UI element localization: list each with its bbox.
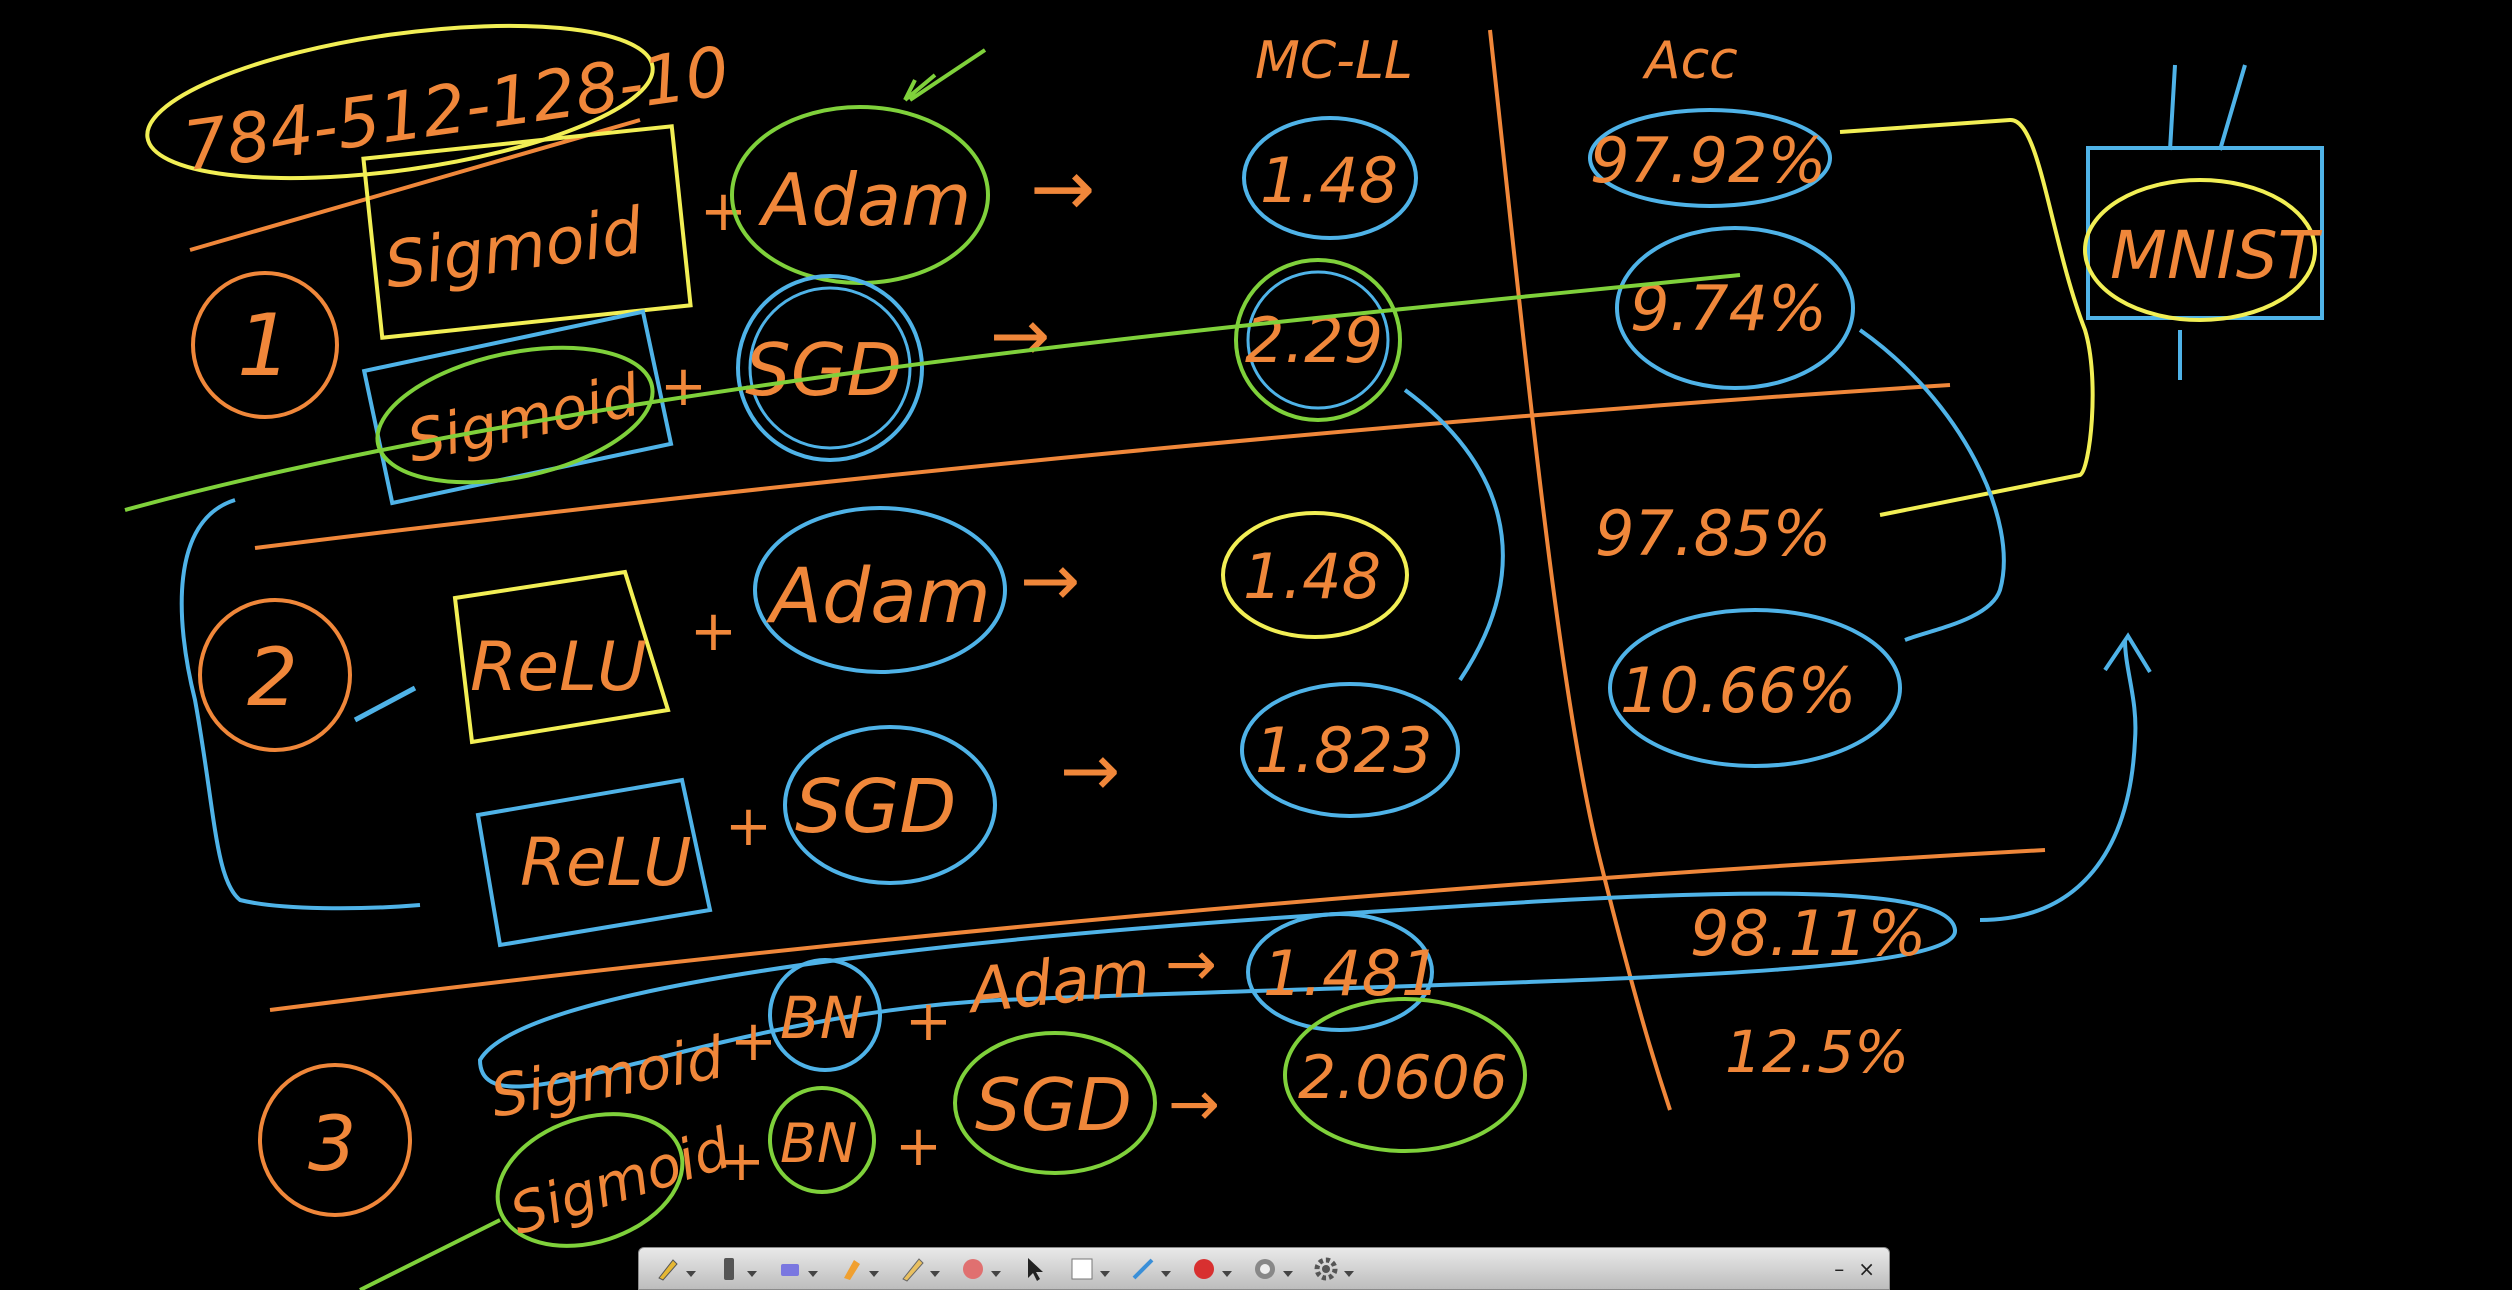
toolbar-tool-pointer[interactable] — [1019, 1254, 1049, 1284]
row-3-activation: ReLU — [470, 628, 647, 707]
highlighter-icon — [844, 1259, 860, 1280]
row-1-optimizer: Adam — [758, 158, 971, 242]
toolbar-close-button[interactable]: × — [1858, 1256, 1875, 1281]
eraser-icon — [781, 1263, 799, 1276]
experiment-row-2: Sigmoid + SGD → 2.29 9.74% — [124, 226, 1855, 512]
experiment-row-1: Sigmoid + Adam → 1.48 97.92% — [361, 48, 1832, 340]
row-6-arrow: → — [1168, 1067, 1220, 1140]
camera-icon — [1255, 1258, 1275, 1279]
experiment-row-4: ReLU + SGD → 1.823 10.66% — [475, 608, 1902, 948]
row-1-accuracy: 97.92% — [1590, 124, 1826, 197]
row-4-activation: ReLU — [520, 824, 692, 901]
row-1-activation: Sigmoid — [380, 194, 647, 303]
row-4-accuracy: 10.66% — [1620, 654, 1856, 727]
row-2-loss: 2.29 — [1245, 304, 1383, 377]
settings-icon — [1314, 1257, 1338, 1280]
row-4-optimizer: SGD — [795, 764, 956, 850]
row-6-normalization: BN — [780, 1112, 857, 1175]
row-4-plus: + — [725, 794, 772, 859]
line-icon — [1132, 1258, 1154, 1279]
row-3-optimizer: Adam — [765, 551, 991, 640]
row-5-optimizer: Adam — [962, 936, 1153, 1028]
toolbar-tool-eraser[interactable] — [775, 1254, 818, 1284]
marker-icon — [724, 1257, 734, 1280]
row-2-plus: + — [660, 354, 707, 419]
shape-icon — [963, 1258, 983, 1279]
toolbar-tool-highlighter[interactable] — [836, 1254, 879, 1284]
group-1-number: 1 — [237, 296, 292, 396]
accuracy-header: Acc — [1642, 31, 1738, 91]
row-3-loss: 1.48 — [1243, 540, 1381, 613]
row-6-accuracy: 12.5% — [1725, 1018, 1909, 1086]
toolbar-tool-record[interactable] — [1189, 1254, 1232, 1284]
row-6-plus-2: + — [895, 1114, 942, 1179]
pencil-icon — [902, 1257, 924, 1282]
toolbar-tool-settings[interactable] — [1311, 1254, 1354, 1284]
connector-annotations — [179, 117, 2152, 1290]
row-1-plus: + — [700, 179, 747, 244]
group-1-marker: 1 — [191, 271, 339, 419]
row-3-accuracy: 97.85% — [1595, 497, 1831, 570]
row-6-loss: 2.0606 — [1298, 1043, 1508, 1113]
record-icon — [1194, 1258, 1214, 1279]
row-2-arrow: → — [990, 293, 1050, 377]
group-2-marker: 2 — [198, 598, 352, 752]
row-6-plus-1: + — [718, 1129, 765, 1194]
pen-icon — [658, 1258, 678, 1281]
row-5-normalization: BN — [780, 984, 863, 1052]
color-icon — [1071, 1258, 1093, 1279]
group-3-number: 3 — [308, 1099, 356, 1188]
row-5-arrow: → — [1165, 927, 1217, 1000]
toolbar-tool-marker[interactable] — [714, 1254, 757, 1284]
toolbar-minimize-button[interactable]: – — [1834, 1256, 1845, 1281]
experiment-row-3: ReLU + Adam → 1.48 97.85% — [452, 497, 1831, 745]
row-3-arrow: → — [1020, 538, 1080, 622]
loss-header: MC-LL — [1255, 31, 1413, 91]
header-architecture: 784-512-128-10 — [145, 23, 734, 252]
group-3-marker: 3 — [258, 1063, 412, 1217]
row-4-arrow: → — [1060, 728, 1120, 812]
row-3-plus: + — [690, 599, 737, 664]
row-1-arrow: → — [1030, 144, 1095, 234]
row-5-accuracy: 98.11% — [1690, 897, 1926, 970]
toolbar-tool-line[interactable] — [1128, 1254, 1171, 1284]
annotation-toolbar: – × — [638, 1247, 1890, 1290]
row-6-optimizer: SGD — [975, 1063, 1132, 1147]
toolbar-tool-color[interactable] — [1067, 1254, 1110, 1284]
dataset-label: MNIST — [2110, 217, 2323, 294]
toolbar-tool-pencil[interactable] — [897, 1254, 940, 1284]
row-4-loss: 1.823 — [1255, 714, 1433, 787]
toolbar-window-controls: – × — [1834, 1259, 1875, 1279]
toolbar-tool-shape[interactable] — [958, 1254, 1001, 1284]
architecture-label: 784-512-128-10 — [179, 32, 734, 187]
row-1-loss: 1.48 — [1260, 144, 1398, 217]
toolbar-tool-pen[interactable] — [653, 1254, 696, 1284]
row-5-plus-2: + — [905, 989, 952, 1054]
mnist-label-group: MNIST — [2083, 64, 2324, 380]
group-2-number: 2 — [247, 631, 298, 724]
toolbar-tool-camera[interactable] — [1250, 1254, 1293, 1284]
pointer-icon — [1028, 1257, 1043, 1281]
